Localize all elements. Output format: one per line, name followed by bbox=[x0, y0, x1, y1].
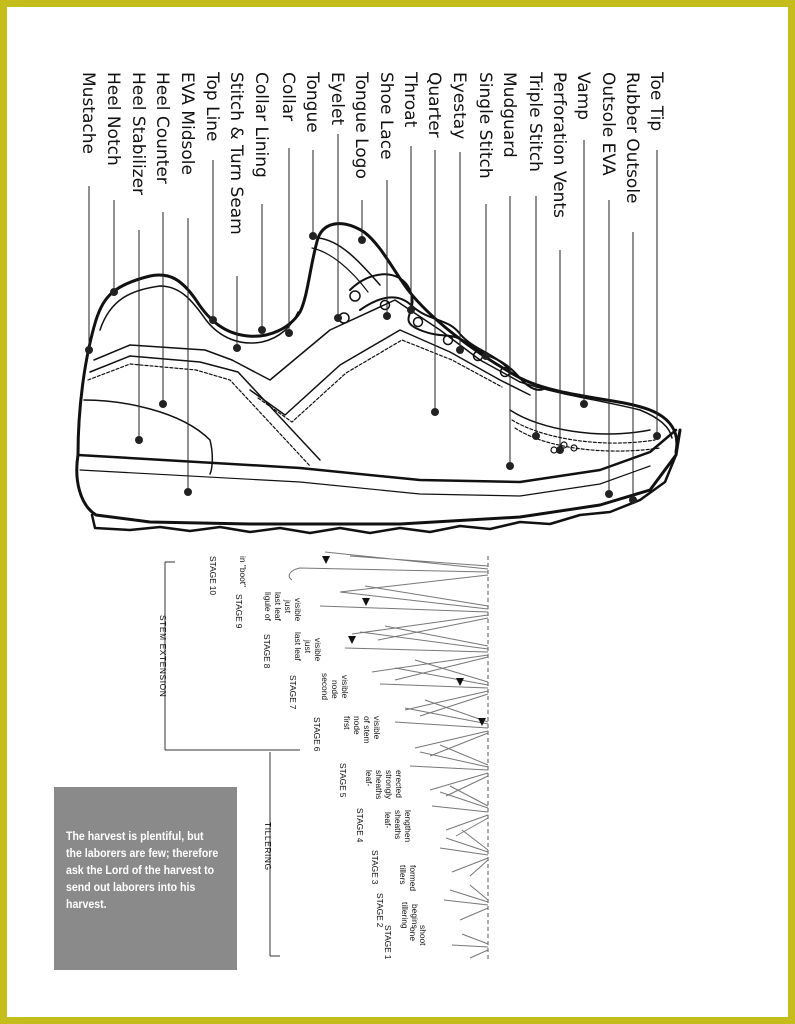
label-toe-tip: Toe Tip bbox=[646, 71, 666, 131]
group-stem-extension: STEM EXTENSION bbox=[158, 615, 168, 697]
stage-labels: STAGE1 one shoot STAGE2 tillering begins… bbox=[208, 556, 428, 960]
stage-9-desc-2: last leaf bbox=[273, 592, 283, 622]
stage-3-desc-1: tillers bbox=[398, 865, 408, 885]
label-eyelet: Eyelet bbox=[327, 72, 347, 125]
stage-5-desc-4: erected bbox=[394, 770, 404, 798]
growth-stage-diagram: STEM EXTENSION TILLERING bbox=[158, 551, 489, 962]
label-heel-notch: Heel Notch bbox=[103, 72, 123, 166]
label-stitch-turn-seam: Stitch & Turn Seam bbox=[226, 72, 246, 235]
stage-5-desc-3: strongly bbox=[384, 770, 394, 800]
stage-10-label: STAGE10 bbox=[208, 556, 218, 595]
stage-8-desc-3: visible bbox=[313, 638, 323, 662]
stage-5-desc-1: leaf- bbox=[364, 770, 374, 787]
stage-3-desc-2: formed bbox=[408, 865, 418, 891]
stage-9-label: STAGE9 bbox=[234, 594, 244, 629]
label-single-stitch: Single Stitch bbox=[475, 72, 495, 179]
quote-text: The harvest is plentiful, but the labore… bbox=[66, 831, 219, 911]
stage-1-desc-1: one bbox=[408, 927, 418, 941]
stage-8-desc-1: last leaf bbox=[293, 632, 303, 662]
stage-10-desc-1: in "boot" bbox=[238, 556, 248, 587]
stage-2-desc-2: begins bbox=[410, 904, 420, 929]
label-collar-lining: Collar Lining bbox=[251, 72, 271, 178]
shoe-drawing bbox=[75, 222, 682, 535]
stage-7-label: STAGE7 bbox=[288, 675, 298, 710]
label-eva-midsole: EVA Midsole bbox=[177, 72, 197, 175]
group-tillering: TILLERING bbox=[263, 822, 273, 871]
stage-6-label: STAGE6 bbox=[312, 717, 322, 752]
stage-6-desc-4: visible bbox=[372, 716, 382, 740]
stage-2-label: STAGE2 bbox=[375, 893, 385, 928]
stage-6-desc-3: of stem bbox=[362, 716, 372, 743]
label-mudguard: Mudguard bbox=[499, 72, 519, 158]
shoe-leader-lines bbox=[85, 134, 661, 504]
stage-1-label: STAGE1 bbox=[383, 925, 393, 960]
stage-5-label: STAGE5 bbox=[338, 763, 348, 798]
stage-7-desc-1: second bbox=[320, 673, 330, 700]
plant-drawings bbox=[288, 551, 489, 959]
label-mustache: Mustache bbox=[78, 72, 98, 154]
label-heel-counter: Heel Counter bbox=[152, 72, 172, 184]
label-outsole-eva: Outsole EVA bbox=[598, 72, 618, 176]
label-tongue-logo: Tongue Logo bbox=[351, 71, 371, 179]
label-triple-stitch: Triple Stitch bbox=[525, 71, 545, 172]
stage-2-desc-1: tillering bbox=[400, 902, 410, 929]
label-tongue: Tongue bbox=[302, 71, 322, 133]
stage-7-desc-2: node bbox=[330, 680, 340, 699]
stage-8-label: STAGE8 bbox=[262, 634, 272, 669]
stage-8-desc-2: just bbox=[303, 639, 313, 654]
stage-6-desc-2: node bbox=[352, 716, 362, 735]
label-heel-stabilizer: Heel Stabilizer bbox=[128, 72, 148, 195]
quote-box bbox=[54, 787, 237, 970]
stage-4-desc-1: leaf- bbox=[383, 812, 393, 829]
stage-9-desc-4: visible bbox=[293, 598, 303, 622]
label-eyestay: Eyestay bbox=[449, 72, 469, 139]
stage-4-desc-2: sheaths bbox=[393, 810, 403, 839]
label-throat: Throat bbox=[400, 71, 420, 128]
stage-9-desc-1: ligule of bbox=[263, 592, 273, 622]
stage-4-desc-3: lengthen bbox=[403, 810, 413, 842]
group-brackets bbox=[164, 561, 300, 957]
label-vamp: Vamp bbox=[573, 72, 593, 120]
label-rubber-outsole: Rubber Outsole bbox=[622, 72, 642, 204]
stage-1-desc-2: shoot bbox=[418, 925, 428, 946]
label-perforation-vents: Perforation Vents bbox=[549, 72, 569, 218]
stage-6-desc-1: first bbox=[342, 716, 352, 730]
stage-5-desc-2: sheaths bbox=[374, 770, 384, 799]
stage-9-desc-3: just bbox=[283, 599, 293, 614]
stage-4-label: STAGE4 bbox=[355, 808, 365, 843]
shoe-labels: Toe Tip Rubber Outsole Outsole EVA Vamp … bbox=[78, 71, 666, 235]
label-quarter: Quarter bbox=[424, 72, 444, 138]
label-shoe-lace: Shoe Lace bbox=[376, 72, 396, 160]
stage-3-label: STAGE3 bbox=[370, 850, 380, 885]
stage-7-desc-3: visible bbox=[340, 675, 350, 699]
node-arrows bbox=[322, 556, 486, 726]
label-collar: Collar bbox=[278, 72, 298, 121]
label-top-line: Top Line bbox=[202, 71, 222, 142]
